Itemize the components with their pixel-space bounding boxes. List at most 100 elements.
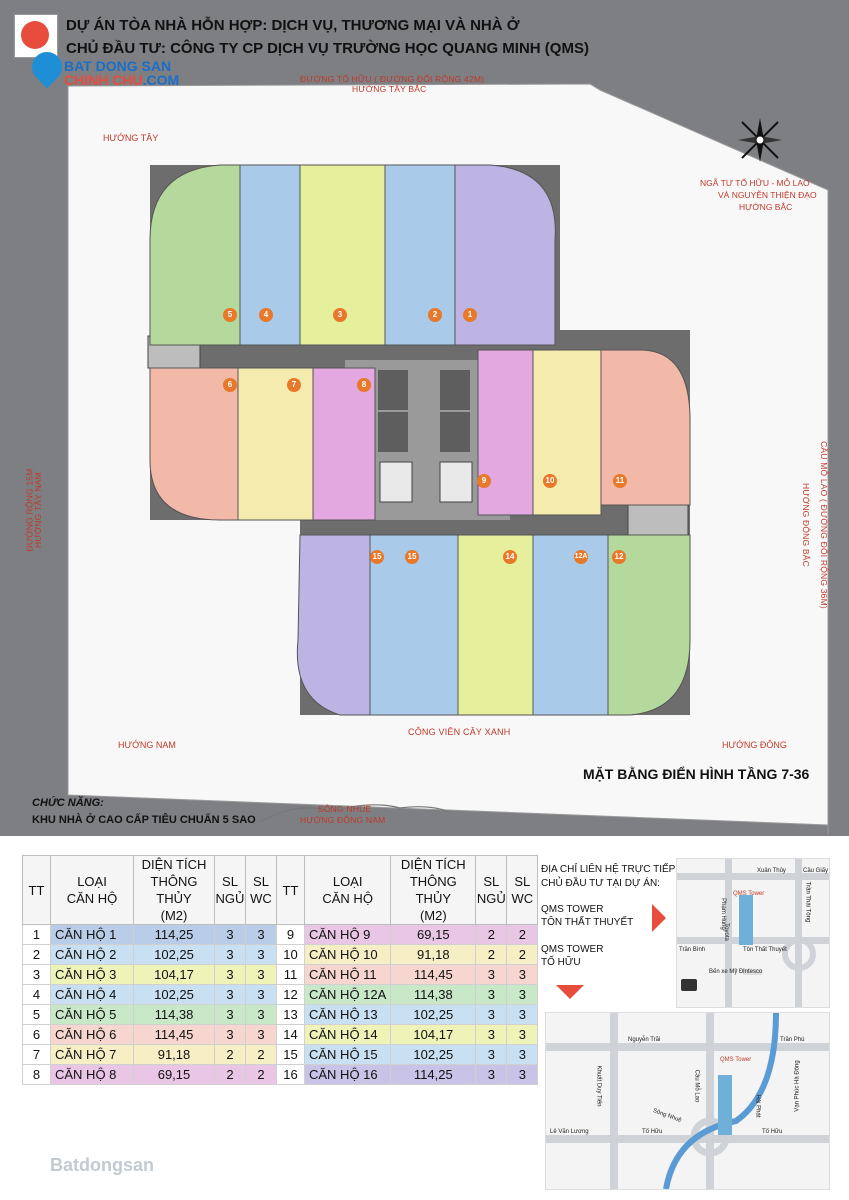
right-cell-area: 104,17 [390, 1024, 477, 1045]
col-wc: SL WC [245, 855, 277, 925]
direction-south: HƯỚNG NAM [118, 740, 176, 750]
map1-tran-binh: Trần Bình [679, 947, 706, 953]
right-cell-name: CĂN HỘ 14 [303, 1024, 392, 1045]
unit-badge: 6 [223, 378, 237, 392]
col-area-2-text-2: THÔNG THỦY [409, 874, 457, 906]
right-cell-wc: 3 [506, 1044, 539, 1065]
right-cell-name: CĂN HỘ 16 [303, 1064, 392, 1085]
logo-emblem-icon [21, 21, 49, 49]
col-area-2-text-1: DIỆN TÍCH [400, 857, 466, 872]
right-cell-wc: 3 [506, 1064, 539, 1085]
left-cell-beds: 3 [214, 964, 246, 985]
col-type-2-text-2: CĂN HỘ [322, 891, 373, 906]
right-cell-name: CĂN HỘ 11 [303, 964, 392, 985]
office-1-a: QMS TOWER [541, 904, 604, 915]
col-area-text-1: DIỆN TÍCH [141, 857, 207, 872]
unit-badge: 15 [405, 550, 419, 564]
left-cell-tt: 3 [22, 964, 51, 985]
right-cell-area: 114,38 [390, 984, 477, 1005]
right-cell-name: CĂN HỘ 12A [303, 984, 392, 1005]
left-cell-name: CĂN HỘ 3 [50, 964, 134, 985]
map2-tran-phu: Trần Phú [780, 1037, 805, 1043]
left-cell-beds: 2 [214, 1064, 246, 1085]
left-cell-tt: 4 [22, 984, 51, 1005]
right-cell-name: CĂN HỘ 15 [303, 1044, 392, 1065]
right-cell-tt: 15 [276, 1044, 305, 1065]
left-cell-tt: 6 [22, 1024, 51, 1045]
left-cell-beds: 3 [214, 924, 246, 945]
map2-nguyen-trai: Nguyễn Trãi [628, 1037, 661, 1043]
river-direction: HƯỚNG ĐÔNG NAM [300, 815, 386, 825]
unit-badge: 15 [370, 550, 384, 564]
map1-tower: QMS Tower [733, 891, 765, 897]
direction-east: HƯỚNG ĐÔNG [722, 740, 787, 750]
compass-icon [738, 118, 782, 162]
left-cell-tt: 5 [22, 1004, 51, 1025]
map2-khuat-duy-tien: Khuất Duy Tiến [595, 1065, 602, 1107]
left-cell-tt: 2 [22, 944, 51, 965]
map2-hai-phat: Hải Phát [754, 1094, 761, 1118]
river-label: SÔNG NHUỆ [318, 804, 372, 814]
unit-badge: 8 [357, 378, 371, 392]
header-line-1: DỰ ÁN TÒA NHÀ HỖN HỢP: DỊCH VỤ, THƯƠNG M… [66, 17, 520, 34]
col-wc-text-1: SL [253, 874, 269, 889]
unit-badge: 7 [287, 378, 301, 392]
road-east-direction: HƯỚNG ĐÔNG BẮC [800, 483, 811, 567]
site-plan [67, 83, 829, 835]
unit-badge: 3 [333, 308, 347, 322]
direction-west: HƯỚNG TÂY [103, 133, 159, 143]
unit-badge: 9 [477, 474, 491, 488]
map-2-roads [546, 1013, 829, 1189]
left-cell-wc: 3 [245, 984, 277, 1005]
right-cell-beds: 3 [475, 1064, 508, 1085]
left-cell-wc: 3 [245, 1004, 277, 1025]
left-cell-name: CĂN HỘ 8 [50, 1064, 134, 1085]
unit-badge: 2 [428, 308, 442, 322]
right-cell-name: CĂN HỘ 10 [303, 944, 392, 965]
right-cell-area: 102,25 [390, 1044, 477, 1065]
right-cell-wc: 3 [506, 1004, 539, 1025]
watermark: Batdongsan [50, 1155, 155, 1175]
header-line-2: CHỦ ĐẦU TƯ: CÔNG TY CP DỊCH VỤ TRƯỜNG HỌ… [66, 40, 589, 57]
right-cell-tt: 12 [276, 984, 305, 1005]
left-cell-name: CĂN HỘ 6 [50, 1024, 134, 1045]
bds-logo-suffix: .COM [142, 72, 180, 88]
col-area-text-2: THÔNG THỦY [150, 874, 198, 906]
col-beds-text-1: SL [222, 874, 238, 889]
map1-intesco: Intesco [743, 969, 763, 975]
right-cell-wc: 3 [506, 1024, 539, 1045]
park-label: CÔNG VIÊN CÂY XANH [408, 727, 511, 737]
unit-badge: 10 [543, 474, 557, 488]
bds-logo-bottom: CHINH CHU.COM [64, 72, 179, 88]
left-cell-area: 91,18 [133, 1044, 215, 1065]
office-1-b: TÔN THẤT THUYẾT [541, 917, 634, 928]
map-ton-that-thuyet: Xuân Thủy Cầu Giấy QMS Tower Phạm Hùng T… [676, 858, 830, 1008]
left-cell-wc: 3 [245, 944, 277, 965]
arrow-down-icon [556, 985, 584, 999]
col-wc-text-2: WC [250, 891, 272, 906]
right-cell-beds: 2 [475, 924, 508, 945]
col-beds-text-2: NGỦ [215, 891, 245, 906]
col-beds-2-text-2: NGỦ [476, 891, 506, 906]
left-cell-beds: 3 [214, 984, 246, 1005]
left-cell-beds: 3 [214, 1024, 246, 1045]
intersection-3: HƯỚNG BẮC [739, 202, 793, 212]
map1-cau-giay: Cầu Giấy [803, 868, 829, 874]
left-cell-name: CĂN HỘ 7 [50, 1044, 134, 1065]
right-cell-area: 91,18 [390, 944, 477, 965]
right-cell-beds: 3 [475, 1044, 508, 1065]
right-cell-beds: 3 [475, 984, 508, 1005]
logo [14, 14, 58, 58]
unit-badge: 5 [223, 308, 237, 322]
right-cell-wc: 3 [506, 984, 539, 1005]
